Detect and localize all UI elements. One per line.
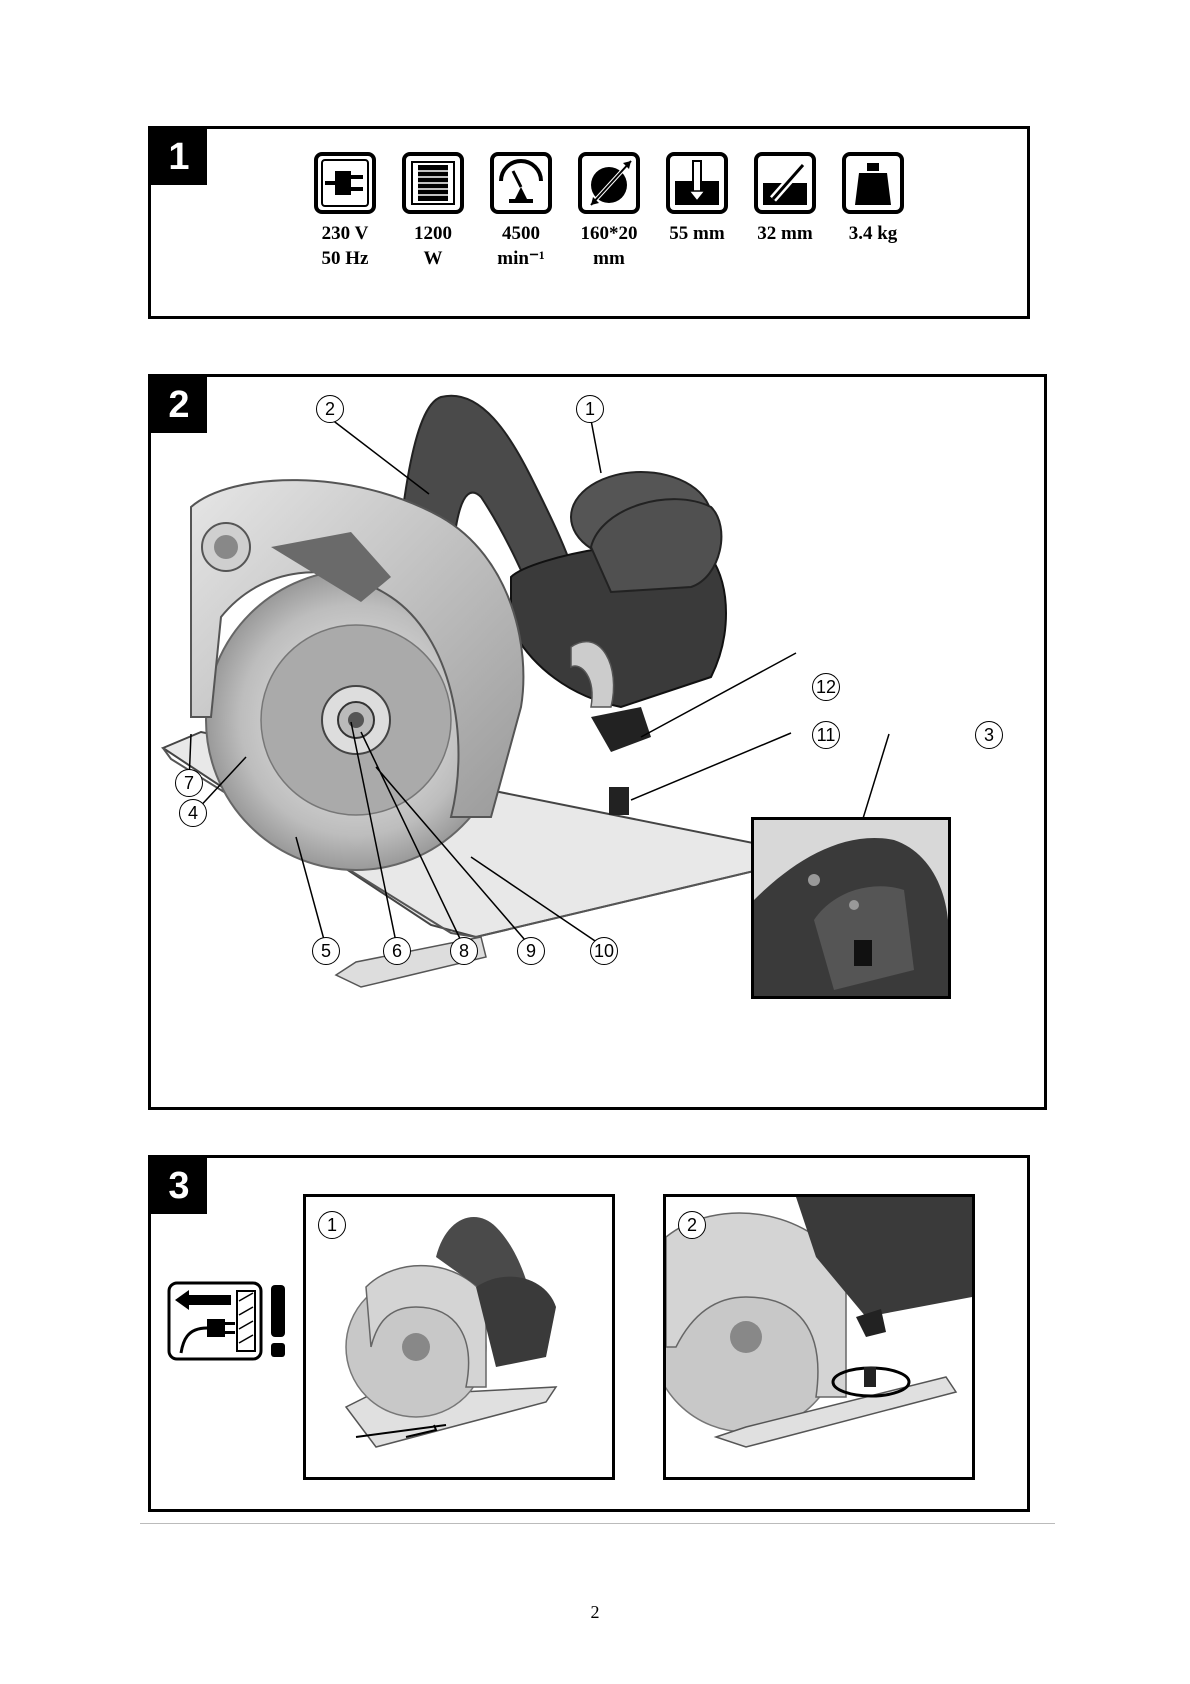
step-1-callout: 1 [318, 1211, 346, 1239]
inset-switch-detail [751, 817, 951, 999]
panel-badge: 1 [151, 129, 207, 185]
step-1-frame: 1 [303, 1194, 615, 1480]
spec-weight: 3.4 kg [829, 151, 917, 271]
callout-8: 8 [450, 937, 478, 965]
motor-power-icon [402, 152, 464, 214]
callout-4: 4 [179, 799, 207, 827]
step-1-photo [344, 1217, 558, 1448]
panel-badge: 3 [151, 1158, 207, 1214]
panel-badge: 2 [151, 377, 207, 433]
callout-3: 3 [975, 721, 1003, 749]
switch-detail-photo [754, 820, 948, 996]
callout-6: 6 [383, 937, 411, 965]
panel-parts-overview: 2 [148, 374, 1047, 1110]
spec-depth-45: 32 mm [741, 151, 829, 271]
callout-10: 10 [590, 937, 618, 965]
cut-depth-45-icon [754, 152, 816, 214]
cut-depth-90-icon [666, 152, 728, 214]
callout-2: 2 [316, 395, 344, 423]
panel-adjustment: 3 1 [148, 1155, 1030, 1512]
callout-1: 1 [576, 395, 604, 423]
footer-divider [140, 1523, 1055, 1524]
spec-depth-90: 55 mm [653, 151, 741, 271]
blade-diameter-icon [578, 152, 640, 214]
circular-saw-photo [160, 394, 890, 988]
callout-11: 11 [812, 721, 840, 749]
callout-12: 12 [812, 673, 840, 701]
callout-5: 5 [312, 937, 340, 965]
step-2-frame: 2 [663, 1194, 975, 1480]
weight-icon [842, 152, 904, 214]
step-2-callout: 2 [678, 1211, 706, 1239]
speed-gauge-icon [490, 152, 552, 214]
page-number: 2 [590, 1602, 600, 1622]
callout-7: 7 [175, 769, 203, 797]
plug-icon [314, 152, 376, 214]
step-2-photo [666, 1197, 972, 1448]
unplug-warning-icon [167, 1281, 285, 1361]
callout-9: 9 [517, 937, 545, 965]
